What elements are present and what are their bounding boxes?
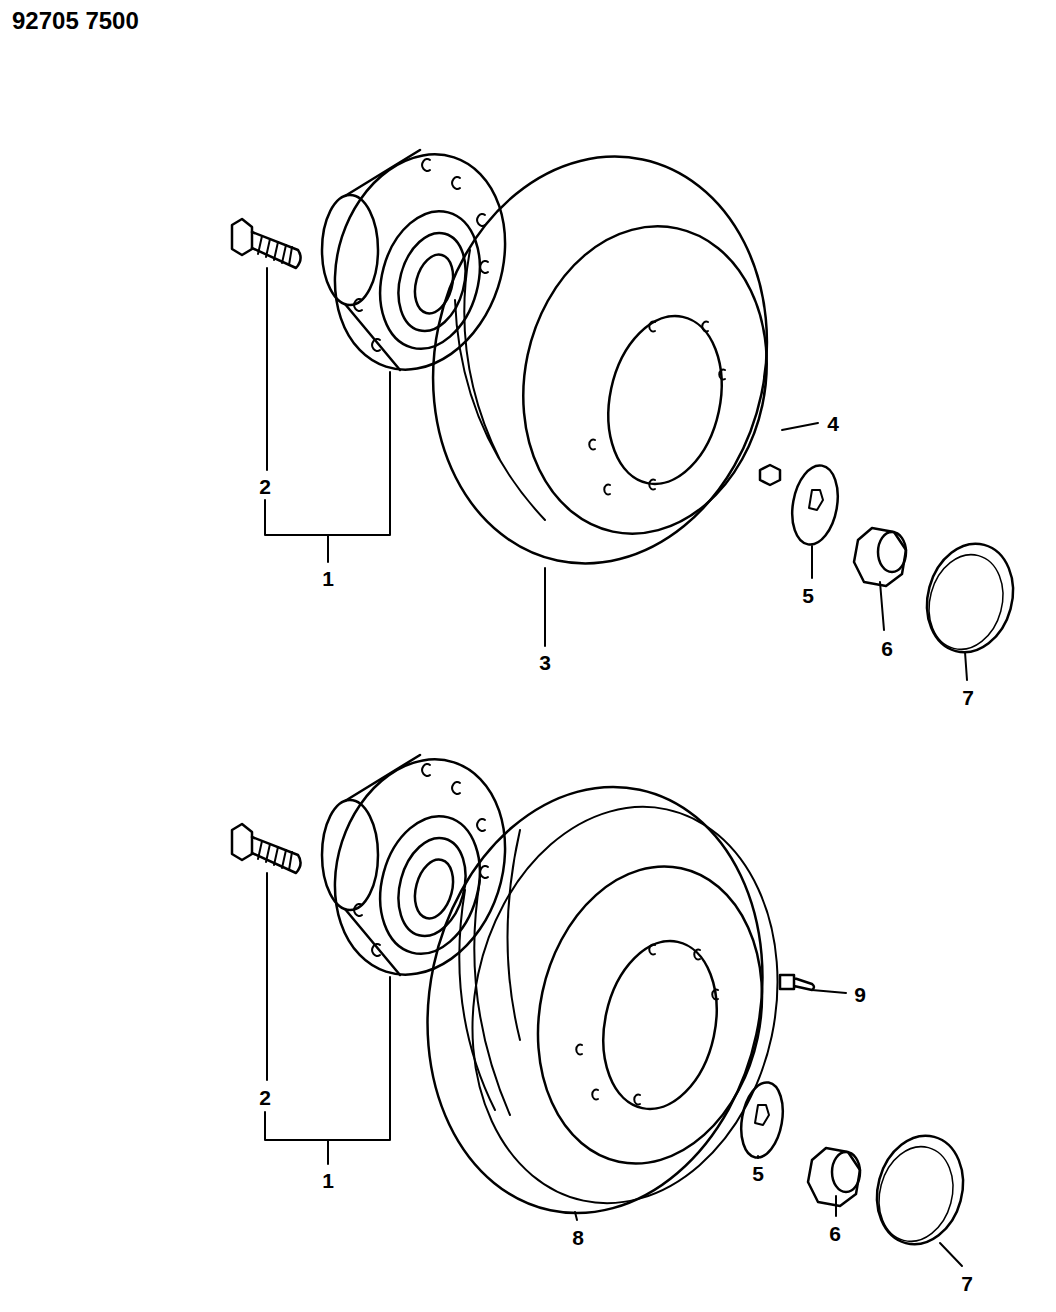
brake-disc-edge	[455, 250, 545, 520]
callout-number: 6	[879, 637, 895, 660]
hub-boss-edge	[345, 755, 420, 975]
stud-shank	[252, 232, 301, 268]
hub-holes	[354, 764, 488, 956]
callout-number: 4	[825, 412, 841, 435]
callout-number: 7	[960, 686, 976, 709]
brake-disc-face	[495, 203, 794, 556]
hub-assembly-bottom	[232, 737, 975, 1254]
figure-number: 92705 7500	[10, 8, 141, 34]
hub-flange	[308, 132, 532, 392]
hub-bore	[366, 200, 495, 360]
hub-nut	[808, 1148, 860, 1206]
hub-flange	[308, 737, 532, 997]
callout-number: 5	[800, 584, 816, 607]
hub-boss	[322, 195, 378, 305]
leader-lines-top	[265, 268, 967, 680]
hub-cap	[865, 1126, 975, 1254]
stud-shank	[252, 837, 301, 873]
washer-tab	[755, 1105, 769, 1125]
brake-drum-outer	[389, 755, 801, 1244]
washer-tab	[809, 490, 823, 510]
hub-cap-rim	[869, 1138, 963, 1249]
stud-thread	[258, 841, 292, 870]
stud-thread	[258, 236, 292, 265]
drum-screw	[780, 975, 814, 990]
brake-drum-hole	[589, 930, 732, 1119]
brake-drum-face	[511, 845, 789, 1184]
hub-nut-face	[878, 532, 906, 572]
hub-bearing	[388, 225, 476, 338]
hub-nut-face	[832, 1152, 860, 1192]
callout-number: 6	[827, 1222, 843, 1245]
hub-boss	[322, 800, 378, 910]
callout-number: 2	[257, 475, 273, 498]
callout-number: 9	[852, 983, 868, 1006]
disc-holes	[589, 322, 725, 495]
hub-cap-rim	[919, 546, 1013, 657]
callout-number: 8	[570, 1226, 586, 1249]
hub-assembly-top	[232, 125, 1025, 662]
callout-number: 3	[537, 651, 553, 674]
hub-holes	[354, 159, 488, 351]
brake-disc-hole	[594, 305, 737, 494]
brake-drum-rib	[437, 778, 814, 1232]
small-screw	[760, 465, 780, 485]
stud-head	[232, 824, 252, 860]
hub-boss-edge	[345, 150, 420, 370]
callout-number: 1	[320, 1169, 336, 1192]
drum-holes	[576, 945, 718, 1105]
callout-number: 2	[257, 1086, 273, 1109]
brake-drum-edge	[459, 830, 520, 1115]
hub-nut	[854, 528, 906, 586]
lock-washer	[786, 462, 843, 548]
callout-number: 1	[320, 567, 336, 590]
lock-washer	[736, 1079, 789, 1161]
brake-disc-outer	[396, 125, 804, 595]
callout-number: 7	[959, 1272, 975, 1295]
hub-cap	[915, 534, 1025, 662]
stud-head	[232, 219, 252, 255]
callout-number: 5	[750, 1162, 766, 1185]
leader-lines-bottom	[265, 873, 962, 1266]
